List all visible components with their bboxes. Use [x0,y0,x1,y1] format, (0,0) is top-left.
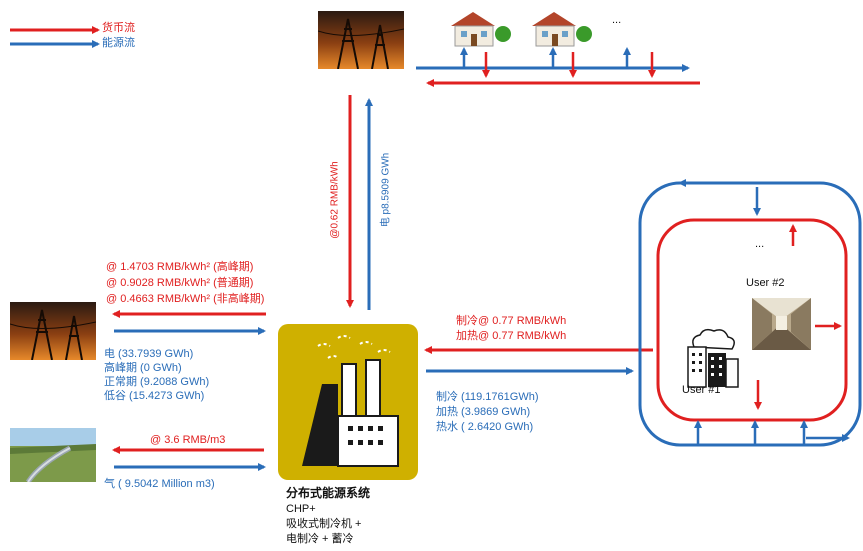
price-normal: @ 0.9028 RMB/kWh² (普通期) [106,277,254,289]
house-icon [447,10,511,48]
user2-label: User #2 [746,277,785,289]
power-tower-top-image [318,11,404,69]
office-buildings-icon [680,325,744,389]
factory-icon [278,324,418,480]
user1-label: User #1 [682,384,721,396]
hotwater-energy: 热水 ( 2.6420 GWh) [436,421,534,433]
cooling-price: 制冷@ 0.77 RMB/kWh [456,315,567,327]
electricity-valley: 低谷 (15.4273 GWh) [104,390,205,402]
grid-energy-label: 电 p8.5909 GWh [380,152,392,228]
system-title: 分布式能源系统 [286,486,371,500]
system-line1: CHP+ [286,503,316,515]
house-icon [528,10,592,48]
gas-pipeline-image [10,428,96,482]
power-tower-left-image [10,302,96,360]
system-line2: 吸收式制冷机 + [286,518,362,530]
houses-ellipsis: ... [612,14,622,26]
system-line3: 电制冷 + 蓄冷 [286,533,354,545]
price-valley: @ 0.4663 RMB/kWh² (非高峰期) [106,293,265,305]
heating-energy: 加热 (3.9869 GWh) [436,406,531,418]
cooling-energy: 制冷 (119.1761GWh) [436,391,539,403]
price-peak: @ 1.4703 RMB/kWh² (高峰期) [106,261,254,273]
electricity-peak: 高峰期 (0 GWh) [104,362,182,374]
grid-price-label: @0.62 RMB/kWh [329,161,341,239]
legend-money-label: 货币流 [102,22,135,34]
electricity-total: 电 (33.7939 GWh) [104,348,194,360]
legend-energy-label: 能源流 [102,37,135,49]
electricity-normal: 正常期 (9.2088 GWh) [104,376,210,388]
heating-price: 加热@ 0.77 RMB/kWh [456,330,567,342]
gas-price: @ 3.6 RMB/m3 [150,434,226,446]
mall-interior-image [752,298,811,350]
user-energy-ring [638,181,862,447]
gas-volume: 气 ( 9.5042 Million m3) [104,478,215,490]
users-ellipsis: ... [755,238,765,250]
